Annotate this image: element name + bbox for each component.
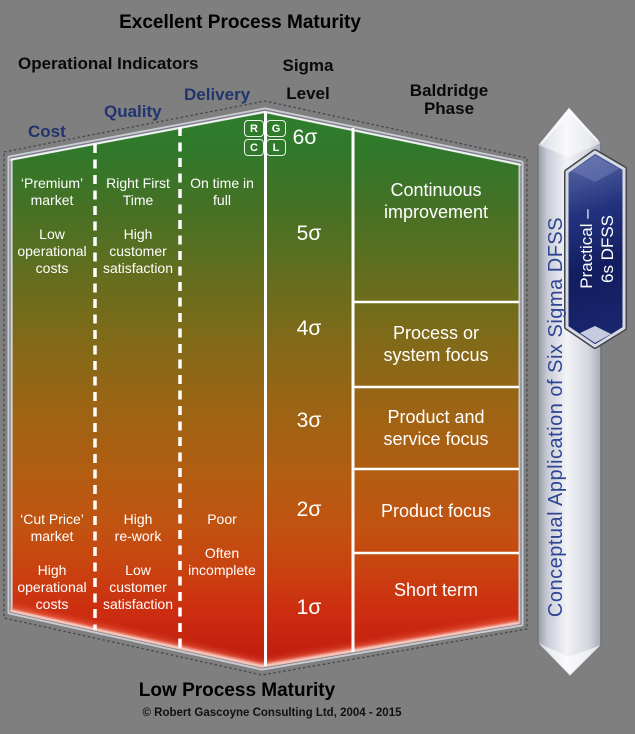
header-sigma-level: Sigma Level <box>282 56 334 103</box>
header-baldridge-phase: Baldridge Phase <box>409 81 489 118</box>
sigma-level-2: 2σ <box>296 498 322 521</box>
sigma-level-5: 5σ <box>296 222 322 245</box>
phase-product-focus: Product focus <box>380 501 492 521</box>
practical-arrow-label: Practical – 6s DFSS <box>577 209 617 289</box>
practical-arrow <box>564 149 627 349</box>
rgcl-logo: R G C L <box>244 120 286 156</box>
phase-continuous-improvement: Continuous improvement <box>383 180 489 222</box>
cell-quality-high-maturity: Right First Time High customer satisfact… <box>102 175 174 276</box>
header-cost: Cost <box>28 122 66 141</box>
phase-short-term: Short term <box>393 580 479 600</box>
sigma-level-6: 6σ <box>292 126 318 149</box>
baldridge-phase-separators <box>354 300 519 555</box>
logo-letter-g: G <box>266 120 286 137</box>
cell-delivery-low-maturity: Poor Often incomplete <box>188 511 256 578</box>
phase-product-and-service-focus: Product and service focus <box>383 407 489 449</box>
logo-letter-c: C <box>244 139 264 156</box>
phase-process-or-system-focus: Process or system focus <box>383 323 489 365</box>
sigma-level-1: 1σ <box>296 596 322 619</box>
title-excellent-process-maturity: Excellent Process Maturity <box>119 12 361 33</box>
logo-letter-r: R <box>244 120 264 137</box>
conceptual-arrow-label: Conceptual Application of Six Sigma DFSS <box>545 216 567 618</box>
cell-quality-low-maturity: High re-work Low customer satisfaction <box>102 511 174 612</box>
cell-cost-high-maturity: ‘Premium’ market Low operational costs <box>17 175 87 276</box>
header-quality: Quality <box>104 102 162 121</box>
cell-delivery-high-maturity: On time in full <box>190 175 254 208</box>
logo-letter-l: L <box>266 139 286 156</box>
hexagon-dotted-outline <box>3 100 528 676</box>
copyright-notice: © Robert Gascoyne Consulting Ltd, 2004 -… <box>142 707 402 719</box>
header-delivery: Delivery <box>184 85 251 104</box>
sigma-level-4: 4σ <box>296 317 322 340</box>
sigma-level-3: 3σ <box>296 409 322 432</box>
title-low-process-maturity: Low Process Maturity <box>138 680 336 701</box>
header-operational-indicators: Operational Indicators <box>18 54 199 73</box>
cell-cost-low-maturity: ‘Cut Price’ market High operational cost… <box>17 511 87 612</box>
